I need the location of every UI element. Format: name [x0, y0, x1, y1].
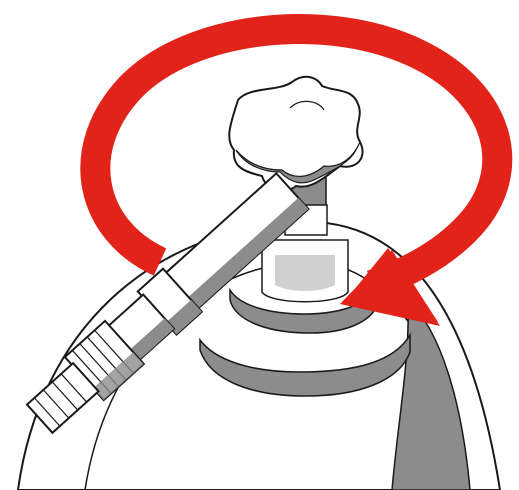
rotation-arrow-arc	[80, 14, 513, 300]
neck-collar-shade	[275, 255, 335, 291]
hose-fitting	[25, 171, 310, 435]
valve-handwheel-shade	[235, 141, 361, 184]
rotation-arrow-head-tip	[340, 250, 440, 326]
fitting-body-shade	[186, 197, 309, 310]
rotation-arrow	[80, 14, 513, 326]
hose-end	[25, 361, 100, 435]
valve-handwheel-detail	[289, 100, 325, 111]
neck-ring-lower	[199, 332, 411, 397]
valve-handwheel	[228, 75, 364, 192]
fitting-collar-shade	[128, 318, 175, 361]
fitting-hex-nut-shade	[165, 299, 202, 335]
quick-coupler-shade	[93, 352, 144, 401]
